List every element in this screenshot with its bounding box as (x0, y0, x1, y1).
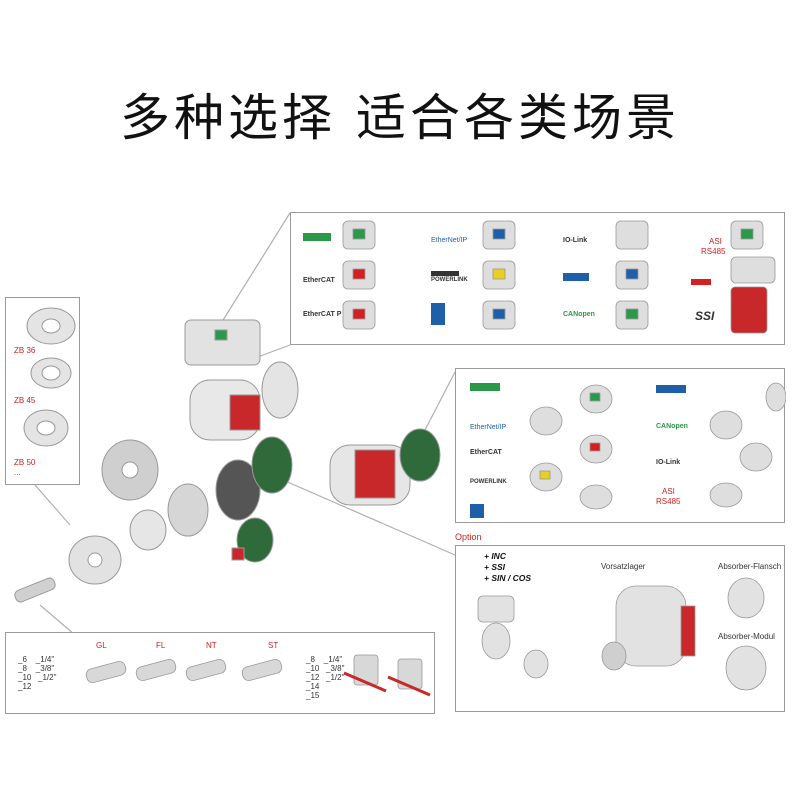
label-canopen: CANopen (563, 311, 595, 318)
round-cap-images (529, 382, 786, 510)
label-asi-2: ASI (662, 487, 675, 496)
label-rs485: RS485 (701, 247, 726, 256)
shaft-type-gl: GL (96, 641, 107, 650)
shaft-images (85, 654, 431, 697)
option-sincos: + SIN / COS (484, 573, 531, 583)
label-ethercat-p: EtherCAT P (303, 311, 342, 318)
powerlink-logo (431, 271, 459, 276)
label-ethernetip-2: EtherNet/IP (470, 424, 507, 431)
label-rs485-2: RS485 (656, 497, 681, 506)
label-asi: ASI (709, 237, 722, 246)
flange-more: ... (14, 468, 21, 477)
bus-cap-images (342, 220, 776, 334)
option-images (477, 577, 767, 691)
shaft-type-nt: NT (206, 641, 217, 650)
label-powerlink-2: POWERLINK (470, 479, 507, 485)
label-ethernetip: EtherNet/IP (431, 237, 468, 244)
panel-bus-caps: EtherNet/IP IO-Link ASI RS485 EtherCAT P… (290, 212, 785, 345)
sercos-logo-2 (470, 504, 484, 518)
flange-images (23, 307, 76, 447)
option-inc: + INC (484, 551, 506, 561)
panel-round-caps: EtherNet/IP CANopen EtherCAT IO-Link POW… (455, 368, 786, 523)
flange-zb45: ZB 45 (14, 396, 36, 405)
panel-flanges: ZB 36 ZB 45 ZB 50 ... (5, 297, 80, 485)
label-powerlink: POWERLINK (431, 277, 468, 283)
label-vorsatzlager: Vorsatzlager (601, 562, 646, 571)
profinet-logo-4 (656, 385, 686, 393)
option-heading: Option (455, 532, 482, 542)
label-canopen-2: CANopen (656, 423, 688, 430)
option-list: + INC + SSI + SIN / COS (484, 551, 531, 584)
panel-shafts: _6 _1/4" _8 _3/8" _10 _1/2" _12 GL FL NT… (5, 632, 435, 714)
profinet-logo (303, 233, 331, 241)
label-absorber-modul: Absorber-Modul (718, 632, 775, 641)
page-title: 多种选择 适合各类场景 (120, 89, 680, 147)
profinet-logo-2 (563, 273, 589, 281)
label-absorber-flansch: Absorber-Flansch (718, 562, 782, 571)
label-ethercat-2: EtherCAT (470, 449, 502, 456)
label-iolink: IO-Link (563, 237, 588, 244)
shaft-sizes-b: _8 _1/4" _10 _3/8" _12 _1/2" _14 _15 (306, 655, 345, 700)
shaft-type-st: ST (268, 641, 279, 650)
shaft-type-fl: FL (156, 641, 166, 650)
panel-options: + INC + SSI + SIN / COS Vorsatzlager Abs… (455, 545, 785, 712)
flange-zb36: ZB 36 (14, 346, 36, 355)
label-ssi: SSI (695, 309, 715, 323)
profinet-logo-3 (470, 383, 500, 391)
label-iolink-2: IO-Link (656, 459, 681, 466)
flange-zb50: ZB 50 (14, 458, 36, 467)
option-ssi: + SSI (484, 562, 506, 572)
label-ethercat: EtherCAT (303, 277, 335, 284)
sercos-logo (431, 303, 445, 325)
shaft-sizes-a: _6 _1/4" _8 _3/8" _10 _1/2" _12 (18, 655, 57, 691)
profibus-logo (691, 279, 711, 285)
